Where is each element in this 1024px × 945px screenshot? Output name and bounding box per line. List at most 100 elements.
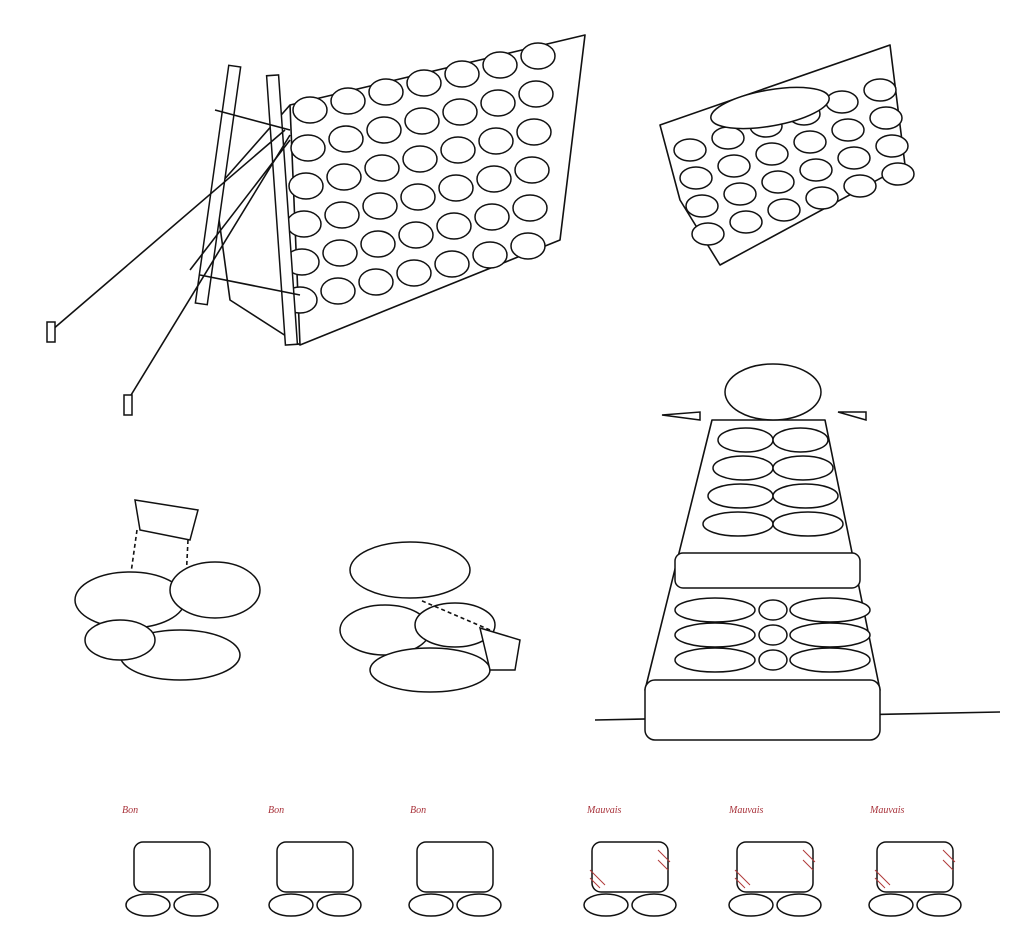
stone — [776, 893, 822, 917]
stone — [510, 232, 546, 260]
stone — [755, 142, 789, 166]
stone — [761, 170, 795, 194]
placement-examples — [125, 841, 962, 917]
stone — [729, 210, 763, 234]
stone — [712, 455, 774, 481]
stone — [707, 483, 774, 509]
batter-gauge-left — [661, 411, 701, 421]
stone — [472, 241, 508, 269]
through-stone — [674, 552, 861, 589]
frame-post-left — [194, 64, 242, 306]
stone — [288, 172, 324, 200]
stone — [324, 201, 360, 229]
stone — [436, 212, 472, 240]
top-stone — [416, 841, 494, 893]
stone — [583, 893, 629, 917]
bad-example-3 — [868, 841, 962, 917]
stone — [396, 259, 432, 287]
hatched-overhang — [734, 849, 816, 889]
stone — [406, 69, 442, 97]
stone — [482, 51, 518, 79]
batter-gauge-right — [837, 411, 867, 421]
stone — [290, 134, 326, 162]
stone — [444, 60, 480, 88]
stone — [789, 597, 871, 623]
stone — [326, 163, 362, 191]
stone — [286, 210, 322, 238]
stone — [674, 647, 756, 673]
stone — [789, 647, 871, 673]
good-example-1 — [125, 841, 219, 917]
label-good-3: Bon — [410, 805, 427, 816]
stone — [831, 118, 865, 142]
stone — [674, 597, 756, 623]
stone — [691, 222, 725, 246]
top-stone — [133, 841, 211, 893]
stone — [758, 624, 788, 646]
stone — [673, 138, 707, 162]
label-good-2: Bon — [268, 805, 285, 816]
stone — [330, 87, 366, 115]
bad-example-2 — [728, 841, 822, 917]
stone — [316, 893, 362, 917]
stone — [767, 198, 801, 222]
bad-example-1 — [583, 841, 677, 917]
good-example-2 — [268, 841, 362, 917]
label-bad-3: Mauvais — [870, 805, 905, 816]
stone — [837, 146, 871, 170]
stone — [702, 511, 774, 537]
stone — [478, 127, 514, 155]
stone — [869, 106, 903, 130]
hatched-overhang — [589, 849, 671, 889]
top-stone — [276, 841, 354, 893]
stone — [723, 182, 757, 206]
stone — [805, 186, 839, 210]
wall-section — [659, 44, 906, 266]
stone — [456, 893, 502, 917]
arrow-dashed — [419, 599, 491, 631]
stone — [772, 455, 834, 481]
stone — [793, 130, 827, 154]
stone — [408, 893, 454, 917]
stone — [711, 126, 745, 150]
stone — [789, 622, 871, 648]
stone — [358, 268, 394, 296]
wall-coping-detail — [659, 44, 915, 266]
stone — [843, 174, 877, 198]
stone — [516, 118, 552, 146]
stone — [360, 230, 396, 258]
stone — [679, 166, 713, 190]
stone — [875, 134, 909, 158]
stone — [364, 154, 400, 182]
stone-placement-diagram-2 — [339, 541, 521, 693]
stone — [320, 277, 356, 305]
foundation-stones — [644, 679, 881, 741]
wall-cross-section — [594, 363, 1001, 741]
stone — [772, 427, 829, 453]
falling-stone — [134, 499, 199, 541]
stone-wedge — [478, 626, 521, 671]
good-example-3 — [408, 841, 502, 917]
guide-line-1 — [51, 129, 286, 331]
stone — [772, 483, 839, 509]
stone — [825, 90, 859, 114]
stone — [758, 599, 788, 621]
stone — [368, 78, 404, 106]
stone — [520, 42, 556, 70]
stone — [685, 194, 719, 218]
wall-with-batter-frame — [46, 34, 586, 416]
stone — [434, 250, 470, 278]
wall-stones — [282, 42, 556, 314]
stone — [772, 511, 844, 537]
stone — [400, 183, 436, 211]
frame-post-right — [265, 74, 299, 346]
stone — [292, 96, 328, 124]
stone — [404, 107, 440, 135]
stone — [717, 154, 751, 178]
stone — [631, 893, 677, 917]
stone — [881, 162, 915, 186]
stone — [366, 116, 402, 144]
top-stone — [736, 841, 814, 893]
label-good-1: Bon — [122, 805, 139, 816]
